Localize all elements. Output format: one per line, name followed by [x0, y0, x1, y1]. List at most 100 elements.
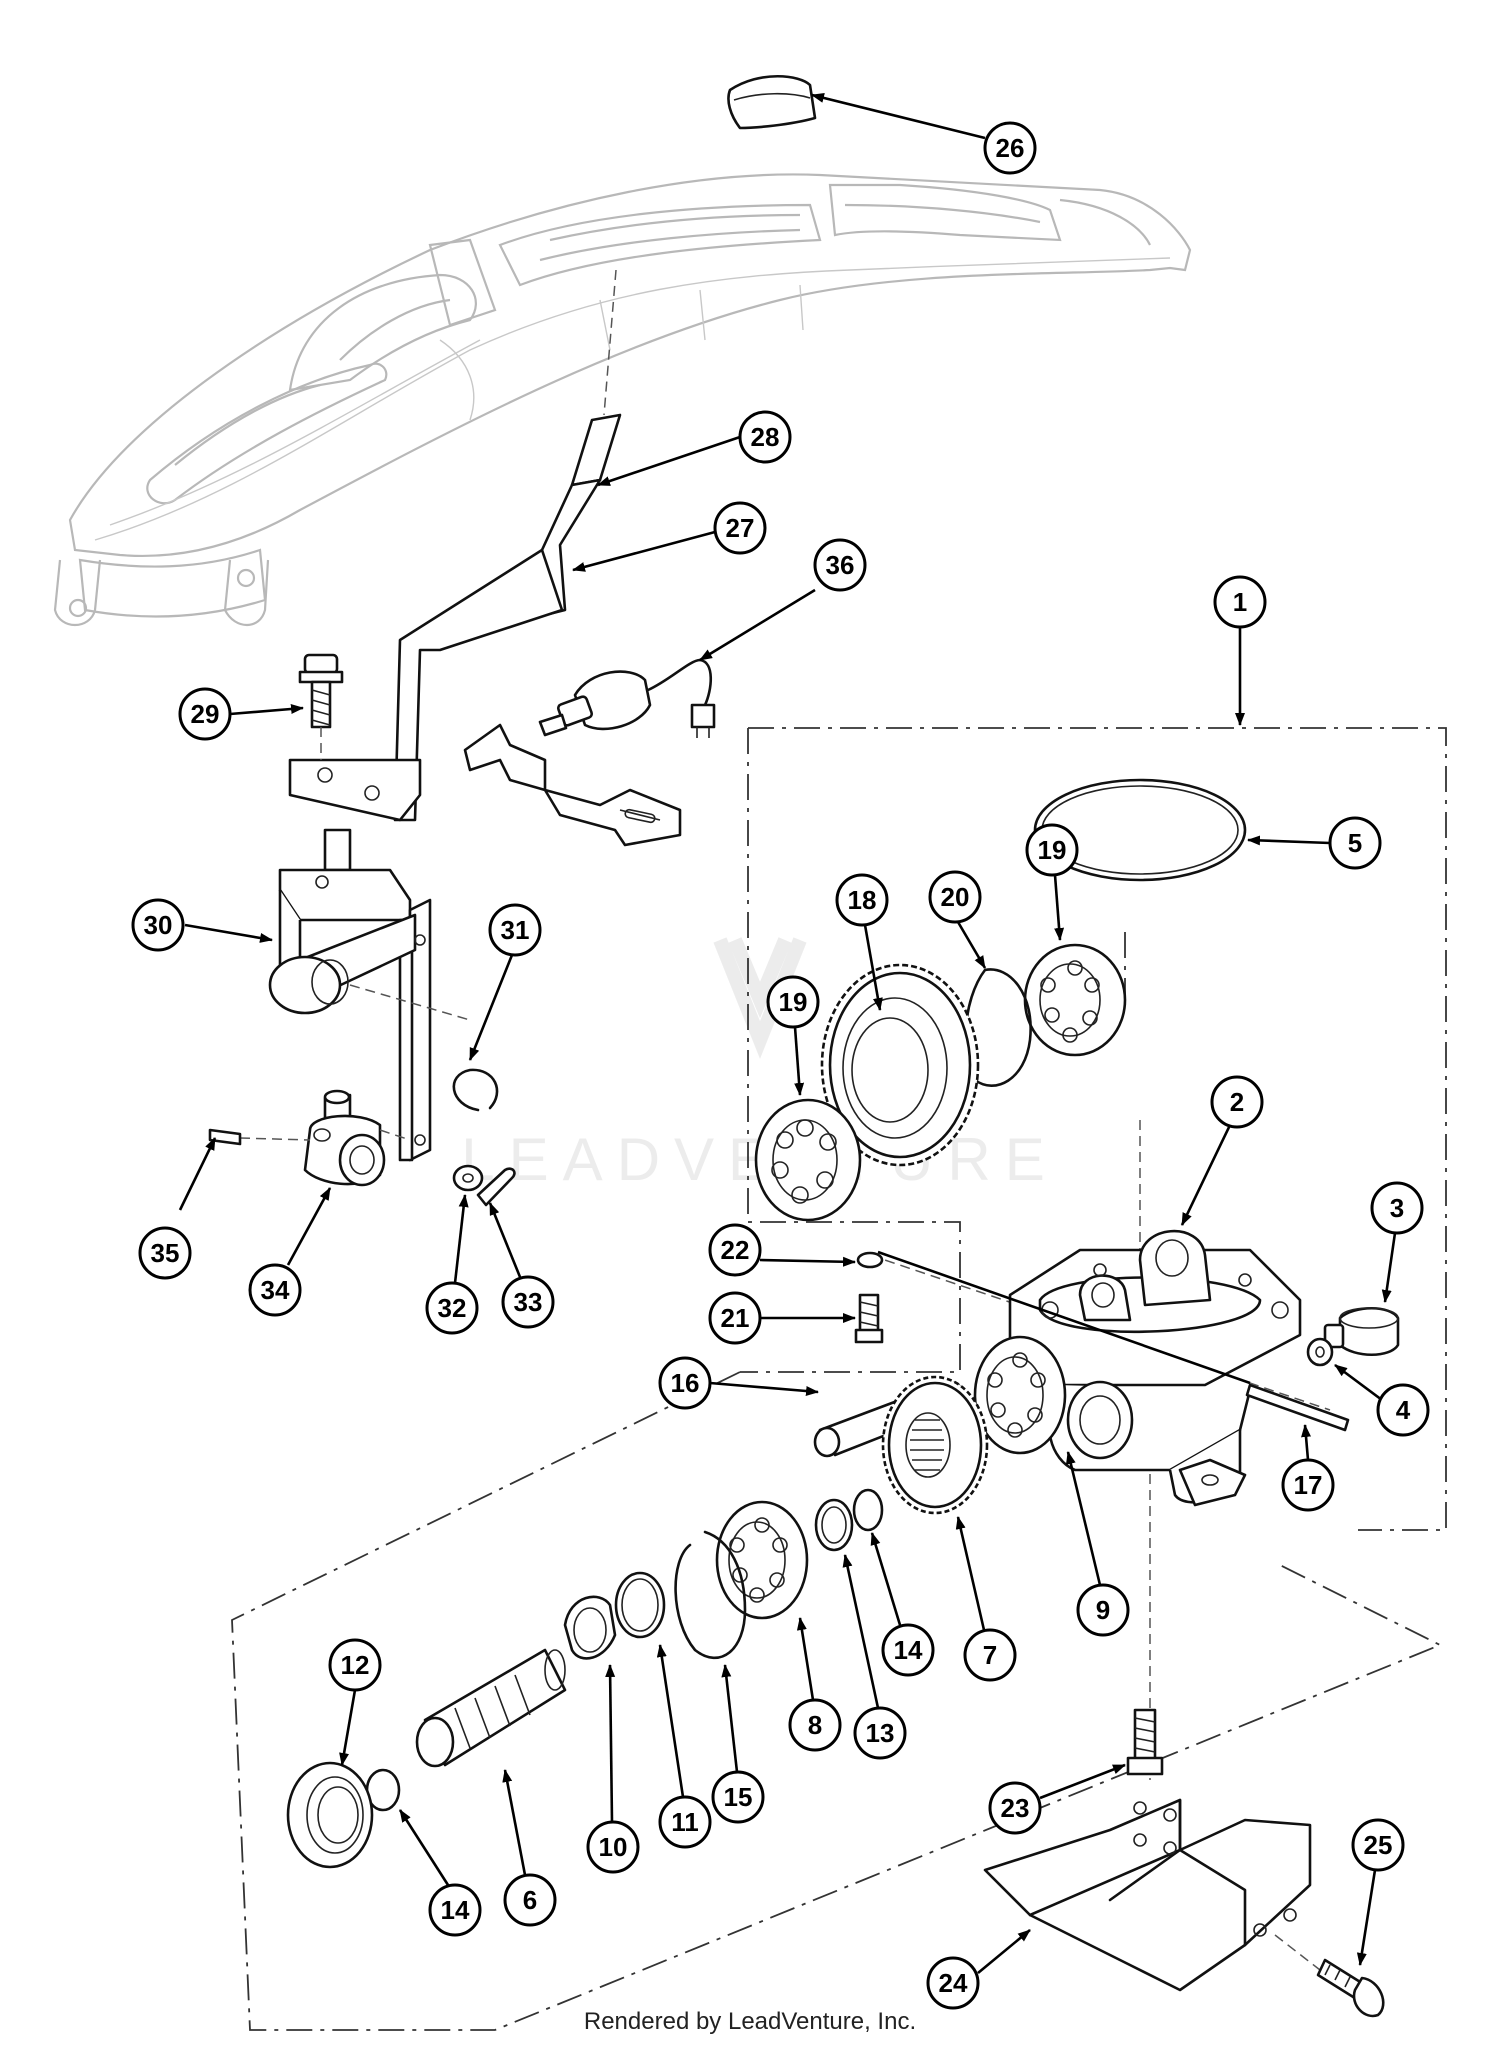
part-bearing-9	[973, 1335, 1067, 1455]
callout-33: 33	[501, 1275, 555, 1329]
svg-text:3: 3	[1390, 1193, 1404, 1223]
svg-text:25: 25	[1364, 1830, 1393, 1860]
svg-text:12: 12	[341, 1650, 370, 1680]
svg-text:20: 20	[941, 882, 970, 912]
svg-text:24: 24	[939, 1968, 968, 1998]
svg-text:21: 21	[721, 1303, 750, 1333]
part-knob	[727, 74, 817, 130]
callout-17: 17	[1281, 1458, 1335, 1512]
svg-text:26: 26	[996, 133, 1025, 163]
svg-text:4: 4	[1396, 1395, 1411, 1425]
svg-text:29: 29	[191, 699, 220, 729]
callout-25: 25	[1351, 1818, 1405, 1872]
part-bolt-23	[1126, 1708, 1164, 1776]
svg-text:2: 2	[1230, 1087, 1244, 1117]
part-ring-13	[814, 1498, 854, 1552]
callout-28: 28	[738, 410, 792, 464]
callout-19b: 19	[766, 975, 820, 1029]
callout-21: 21	[708, 1291, 762, 1345]
svg-text:5: 5	[1348, 828, 1362, 858]
callout-1: 1	[1213, 575, 1267, 629]
part-shaft-6	[415, 1648, 567, 1768]
callout-22: 22	[708, 1223, 762, 1277]
callout-2: 2	[1210, 1075, 1264, 1129]
part-switch	[538, 658, 716, 738]
svg-text:6: 6	[523, 1885, 537, 1915]
svg-text:19: 19	[779, 987, 808, 1017]
part-bearing-8	[715, 1500, 809, 1620]
callout-13: 13	[853, 1706, 907, 1760]
part-plug-3	[1323, 1307, 1400, 1356]
part-switch-bracket	[463, 723, 682, 847]
part-clip-31	[452, 1068, 499, 1112]
part-gear-7	[881, 1375, 989, 1515]
svg-text:31: 31	[501, 915, 530, 945]
callout-19a: 19	[1025, 823, 1079, 877]
callout-16: 16	[658, 1356, 712, 1410]
part-housing	[1008, 1229, 1302, 1507]
callout-5: 5	[1328, 816, 1382, 870]
part-cotter-33	[476, 1167, 516, 1207]
group-outline-lower	[231, 1371, 1443, 2031]
callout-6: 6	[503, 1873, 557, 1927]
svg-text:11: 11	[671, 1807, 699, 1837]
callout-14b: 14	[428, 1883, 482, 1937]
svg-text:34: 34	[261, 1275, 290, 1305]
callout-36: 36	[813, 538, 867, 592]
svg-text:33: 33	[514, 1287, 543, 1317]
group-outline-1	[748, 727, 1447, 1531]
fender-outline	[53, 173, 1192, 626]
svg-text:14: 14	[441, 1895, 470, 1925]
svg-text:10: 10	[599, 1832, 628, 1862]
part-washer-22	[856, 1251, 884, 1269]
part-snap-ring-14a	[852, 1488, 884, 1532]
part-washer-4	[1306, 1337, 1334, 1367]
leader-lines	[178, 93, 1397, 1975]
callout-23: 23	[988, 1781, 1042, 1835]
footer-credit: Rendered by LeadVenture, Inc.	[583, 2008, 917, 2035]
part-seal-12	[286, 1761, 374, 1869]
callout-20: 20	[928, 870, 982, 924]
svg-text:7: 7	[983, 1640, 997, 1670]
callout-18: 18	[835, 873, 889, 927]
callout-29: 29	[178, 687, 232, 741]
callout-32: 32	[425, 1281, 479, 1335]
callout-15: 15	[711, 1770, 765, 1824]
callout-10: 10	[586, 1820, 640, 1874]
svg-text:14: 14	[894, 1635, 923, 1665]
callout-11: 11	[658, 1795, 712, 1849]
svg-text:27: 27	[726, 513, 755, 543]
part-bushing-10	[563, 1595, 617, 1660]
part-gear-18	[820, 963, 980, 1167]
svg-text:15: 15	[724, 1782, 753, 1812]
part-clip-15	[674, 1530, 747, 1660]
callout-27: 27	[713, 501, 767, 555]
part-pin-17	[1245, 1383, 1350, 1432]
callout-31: 31	[488, 903, 542, 957]
part-bracket	[268, 828, 471, 1162]
callout-14a: 14	[881, 1623, 935, 1677]
part-washer-32	[452, 1164, 484, 1192]
callout-7: 7	[963, 1628, 1017, 1682]
callout-24: 24	[926, 1956, 980, 2010]
callout-4: 4	[1376, 1383, 1430, 1437]
part-bearing-19b	[754, 1098, 862, 1222]
callout-12: 12	[328, 1638, 382, 1692]
svg-text:30: 30	[144, 910, 173, 940]
callout-34: 34	[248, 1263, 302, 1317]
svg-text:36: 36	[826, 550, 855, 580]
callout-35: 35	[138, 1226, 192, 1280]
svg-text:18: 18	[848, 885, 877, 915]
part-bearing-19a	[1023, 943, 1127, 1057]
callout-9: 9	[1076, 1583, 1130, 1637]
svg-text:8: 8	[808, 1710, 822, 1740]
part-bolt-29	[298, 653, 344, 760]
part-ring-11	[614, 1571, 666, 1639]
part-pivot	[239, 1089, 411, 1187]
svg-text:13: 13	[866, 1718, 895, 1748]
svg-text:9: 9	[1096, 1595, 1110, 1625]
part-bolt-25	[1316, 1958, 1385, 2018]
callout-26: 26	[983, 121, 1037, 175]
part-screw-21	[854, 1293, 884, 1344]
